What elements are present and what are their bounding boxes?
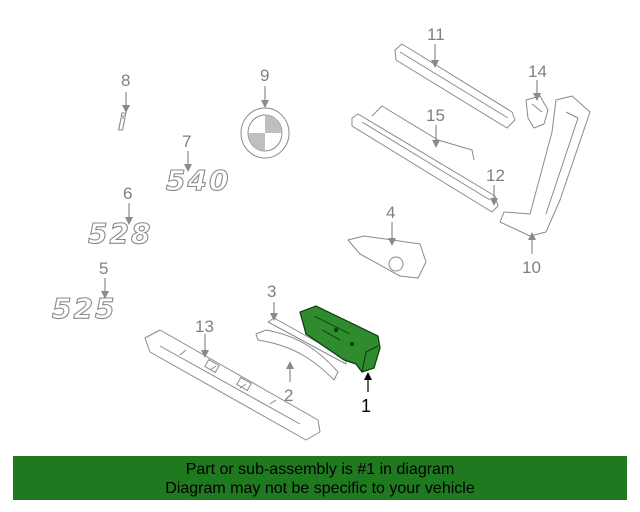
part-7-badge-540[interactable]: 540 bbox=[165, 163, 230, 197]
part-4-lock-trim[interactable] bbox=[347, 235, 427, 279]
part-14-clip[interactable] bbox=[525, 95, 549, 129]
callout-3[interactable]: 3 bbox=[267, 282, 276, 301]
callout-5[interactable]: 5 bbox=[99, 259, 108, 278]
part-13-lower-panel[interactable] bbox=[144, 329, 321, 441]
callout-4[interactable]: 4 bbox=[386, 203, 395, 222]
banner-line-1: Part or sub-assembly is #1 in diagram bbox=[185, 461, 455, 478]
callout-13[interactable]: 13 bbox=[195, 317, 214, 336]
callout-6[interactable]: 6 bbox=[123, 184, 132, 203]
part-15-molding[interactable] bbox=[351, 105, 499, 213]
parts-diagram: 11 15 12 14 10 4 i 8 bbox=[51, 25, 591, 441]
callout-11[interactable]: 11 bbox=[427, 25, 445, 44]
part-2-curved-trim[interactable] bbox=[255, 329, 339, 381]
part-9-emblem[interactable] bbox=[240, 107, 290, 159]
callout-12[interactable]: 12 bbox=[486, 166, 505, 185]
part-5-badge-525[interactable]: 525 bbox=[51, 291, 116, 325]
callout-9[interactable]: 9 bbox=[260, 66, 269, 85]
callout-14[interactable]: 14 bbox=[528, 62, 547, 81]
part-8-badge-i[interactable]: i bbox=[117, 110, 128, 136]
callout-2[interactable]: 2 bbox=[284, 386, 293, 405]
fitment-banner: Part or sub-assembly is #1 in diagram Di… bbox=[13, 456, 627, 500]
callout-10[interactable]: 10 bbox=[522, 258, 541, 277]
callout-7[interactable]: 7 bbox=[182, 132, 191, 151]
callout-1[interactable]: 1 bbox=[361, 396, 371, 416]
banner-line-2: Diagram may not be specific to your vehi… bbox=[165, 480, 475, 497]
part-6-badge-528[interactable]: 528 bbox=[87, 216, 152, 250]
part-1-highlighted-panel[interactable] bbox=[299, 305, 381, 373]
part-11-trim-strip[interactable] bbox=[394, 43, 516, 129]
callout-8[interactable]: 8 bbox=[121, 71, 130, 90]
callout-15[interactable]: 15 bbox=[426, 106, 445, 125]
